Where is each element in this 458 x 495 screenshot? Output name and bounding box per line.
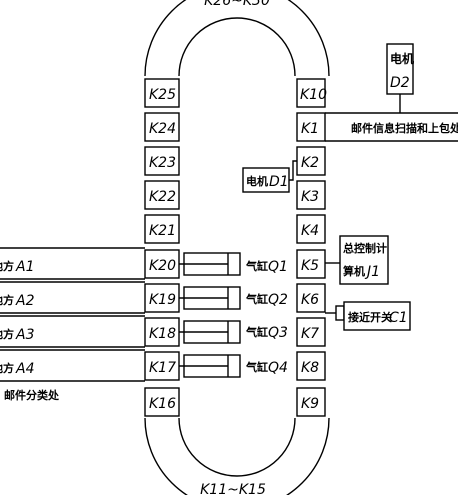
block-label-K16: K16 <box>149 396 176 412</box>
block-K16 <box>144 387 180 417</box>
block-label-K19: K19 <box>149 292 176 308</box>
controller-code: J1 <box>364 264 380 280</box>
block-K22 <box>144 180 180 210</box>
controller-line1: 总控制计 <box>343 241 387 255</box>
block-label-K9: K9 <box>301 396 319 412</box>
controller-line2: 算机 <box>342 264 365 278</box>
right-block-column: K10 K1 K2 K3 K4 K5 K6 K7 K8 K9 <box>296 78 327 417</box>
proximity-switch-name: 接近开关 <box>348 310 392 324</box>
cylinder-q1-code: Q1 <box>268 259 288 275</box>
destination-a3-code: A3 <box>15 327 34 343</box>
proximity-switch-code: C1 <box>389 310 408 326</box>
motor-d1-name: 电机 <box>246 174 268 188</box>
block-K18 <box>144 317 180 347</box>
block-label-K21: K21 <box>149 223 176 239</box>
block-K21 <box>144 214 180 244</box>
cylinder-q2: 气缸 Q2 <box>179 286 288 310</box>
block-label-K3: K3 <box>301 189 319 205</box>
left-block-column: K25 K24 K23 K22 K21 K20 K19 K18 K17 K16 <box>144 78 180 417</box>
cylinder-q3: 气缸 Q3 <box>179 320 288 344</box>
destination-a4-name: 地方 <box>0 361 14 375</box>
motor-d1-connector <box>289 160 297 181</box>
destination-a1: 地方 A1 <box>0 247 145 280</box>
block-K5 <box>296 249 326 279</box>
cylinder-q3-name: 气缸 <box>245 325 268 339</box>
block-K25 <box>144 78 180 108</box>
destination-a4-code: A4 <box>15 361 34 377</box>
block-K23 <box>144 146 180 176</box>
destination-a2-code: A2 <box>15 293 35 309</box>
block-label-K23: K23 <box>149 155 176 171</box>
block-K8 <box>296 351 326 381</box>
cylinder-q4-code: Q4 <box>268 360 288 376</box>
block-label-K4: K4 <box>301 223 319 239</box>
block-label-K24: K24 <box>149 121 176 137</box>
top-curve-label: K26~K30 <box>204 0 270 9</box>
proximity-switch-marker <box>335 305 345 321</box>
block-K1 <box>296 112 326 142</box>
destination-a4: 地方 A4 <box>0 349 145 382</box>
block-label-K22: K22 <box>149 189 176 205</box>
destination-a3-name: 地方 <box>0 327 14 341</box>
sorting-area-label: 邮件分类处 <box>4 388 60 402</box>
cylinder-q2-name: 气缸 <box>245 292 268 306</box>
track-top-inner-arc <box>178 17 296 77</box>
destination-a2-name: 地方 <box>0 293 14 307</box>
motor-d1-code: D1 <box>269 174 289 190</box>
cylinder-q3-code: Q3 <box>268 325 288 341</box>
block-label-K25: K25 <box>149 87 176 103</box>
block-K20 <box>144 249 180 279</box>
track-bottom-outer-arc <box>144 417 330 495</box>
block-K3 <box>296 180 326 210</box>
motor-d2-box <box>386 43 414 95</box>
cylinder-q1-name: 气缸 <box>245 259 268 273</box>
block-label-K5: K5 <box>301 258 319 274</box>
proximity-switch-box <box>343 301 411 331</box>
cylinder-q4-name: 气缸 <box>245 360 268 374</box>
block-K6 <box>296 283 326 313</box>
block-K2 <box>296 146 326 176</box>
block-K24 <box>144 112 180 142</box>
cylinder-q2-code: Q2 <box>268 292 288 308</box>
track-bottom-inner-arc <box>178 417 296 477</box>
block-label-K18: K18 <box>149 326 176 342</box>
block-label-K8: K8 <box>301 360 319 376</box>
controller-box <box>339 235 389 285</box>
track-top-outer-arc <box>144 0 330 77</box>
cylinder-q1: 气缸 Q1 <box>179 252 288 276</box>
bottom-curve-label: K11~K15 <box>200 482 266 495</box>
block-label-K10: K10 <box>300 87 327 103</box>
destination-a3: 地方 A3 <box>0 315 145 348</box>
destination-a2: 地方 A2 <box>0 281 145 314</box>
block-K10 <box>296 78 326 108</box>
motor-d2-code: D2 <box>390 75 410 91</box>
cylinder-q4: 气缸 Q4 <box>179 354 288 378</box>
block-label-K7: K7 <box>301 326 319 342</box>
block-K4 <box>296 214 326 244</box>
scan-station-label: 邮件信息扫描和上包处 <box>351 121 458 135</box>
motor-d2-name: 电机 <box>390 51 414 66</box>
block-label-K17: K17 <box>149 360 176 376</box>
destination-a1-name: 地方 <box>0 259 14 273</box>
block-label-K6: K6 <box>301 292 319 308</box>
block-label-K2: K2 <box>301 155 319 171</box>
block-K7 <box>296 317 326 347</box>
block-label-K1: K1 <box>301 121 319 137</box>
block-K9 <box>296 387 326 417</box>
block-label-K20: K20 <box>149 258 176 274</box>
destination-a1-code: A1 <box>15 259 34 275</box>
